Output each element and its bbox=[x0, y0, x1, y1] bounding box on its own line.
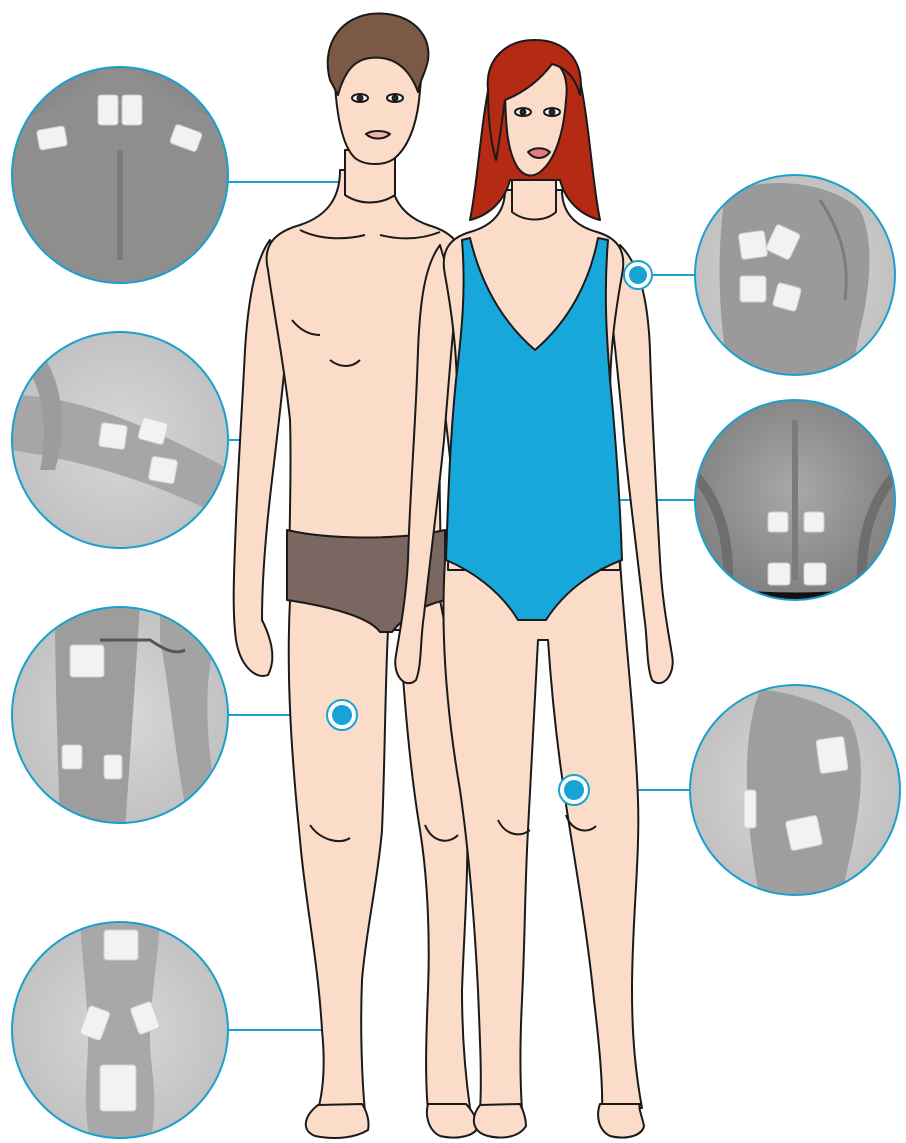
man-legs bbox=[289, 600, 470, 1112]
marker-woman-knee[interactable] bbox=[559, 775, 589, 805]
callout-lower-back[interactable] bbox=[690, 400, 900, 610]
woman-right-foot bbox=[598, 1104, 644, 1138]
callout-upper-back-shoulders[interactable] bbox=[10, 65, 230, 290]
man-left-foot bbox=[306, 1104, 369, 1138]
man-right-foot bbox=[427, 1104, 478, 1138]
woman-left-foot bbox=[474, 1104, 526, 1138]
woman-legs bbox=[443, 560, 642, 1110]
marker-woman-shoulder[interactable] bbox=[624, 261, 652, 289]
callout-knee[interactable] bbox=[690, 685, 900, 900]
callout-shoulder-upper-arm[interactable] bbox=[695, 175, 895, 380]
marker-man-thigh[interactable] bbox=[327, 700, 357, 730]
callout-thigh-knee[interactable] bbox=[10, 605, 230, 830]
callout-calf-heel[interactable] bbox=[10, 920, 230, 1140]
callout-forearm[interactable] bbox=[10, 330, 230, 550]
